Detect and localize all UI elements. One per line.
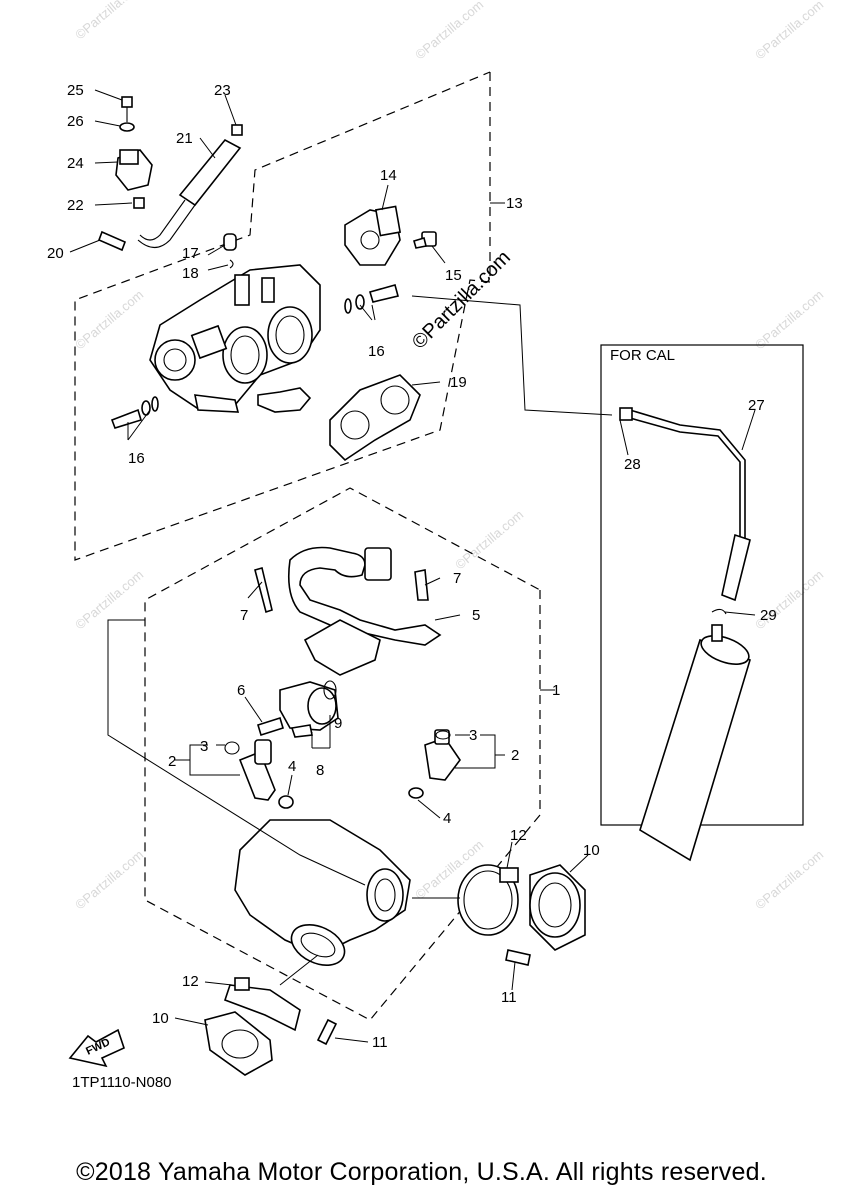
callout-9: 9 [334, 715, 342, 732]
callout-16-left: 16 [128, 450, 145, 467]
callout-5: 5 [472, 607, 480, 624]
callout-4-left: 4 [288, 758, 296, 775]
fuel-injection-group-outline [144, 487, 541, 1021]
callout-2-right: 2 [511, 747, 519, 764]
drawing-code: 1TP1110-N080 [72, 1074, 172, 1091]
callout-2-left: 2 [168, 753, 176, 770]
throttle-body-group-outline [74, 71, 491, 561]
throttle-body [149, 264, 321, 413]
gasket-19 [329, 374, 421, 462]
copyright-footer: ©2018 Yamaha Motor Corporation, U.S.A. A… [76, 1158, 767, 1186]
seal-4-left [278, 795, 294, 809]
watermark: ©Partzilla.com [72, 847, 146, 912]
callout-3-right: 3 [469, 727, 477, 744]
callout-numbers: 25 26 24 22 23 21 20 17 18 14 13 15 16 1… [47, 82, 777, 1051]
callout-26: 26 [67, 113, 84, 130]
fuel-rail-5 [287, 546, 442, 676]
forward-arrow-icon: FWD [68, 1028, 125, 1068]
evap-hose-27 [619, 407, 751, 602]
callout-16-right: 16 [368, 343, 385, 360]
callout-11-left: 11 [372, 1034, 388, 1051]
callout-19: 19 [450, 374, 467, 391]
callout-28: 28 [624, 456, 641, 473]
watermark: ©Partzilla.com [452, 507, 526, 572]
for-cal-label: FOR CAL [610, 347, 675, 364]
cap-17 [223, 233, 237, 251]
bolt-7-right [414, 569, 429, 601]
bolt-25 [121, 96, 133, 108]
bolt-7-left [254, 567, 273, 614]
watermark: ©Partzilla.com [412, 0, 486, 62]
intake-joint-10-left [204, 1011, 273, 1076]
callout-7-left: 7 [240, 607, 248, 624]
callout-14: 14 [380, 167, 397, 184]
injector-2-right [424, 729, 461, 781]
callout-29: 29 [760, 607, 777, 624]
callout-23: 23 [214, 82, 231, 99]
callout-12-left: 12 [182, 973, 199, 990]
for-cal-panel [600, 344, 804, 826]
callout-21: 21 [176, 130, 193, 147]
clamp-29 [711, 608, 727, 615]
callout-10-left: 10 [152, 1010, 169, 1027]
callout-8: 8 [316, 762, 324, 779]
callout-6: 6 [237, 682, 245, 699]
clamp-12-left [223, 977, 301, 1032]
washer-26 [119, 122, 135, 132]
throttle-position-sensor [344, 205, 402, 266]
o-ring-3-right [435, 730, 451, 740]
o-ring-9 [323, 680, 337, 700]
map-sensor-24 [115, 149, 153, 191]
callout-11-right: 11 [501, 989, 517, 1006]
watermark: ©Partzilla.com [72, 0, 146, 42]
bolt-20 [97, 230, 127, 252]
callout-1: 1 [552, 682, 560, 699]
screw-set-16-left [110, 396, 159, 429]
pressure-regulator-8 [279, 681, 339, 738]
screw-6 [257, 716, 284, 737]
callout-27: 27 [748, 397, 765, 414]
watermark: ©Partzilla.com [752, 847, 826, 912]
seal-4-right [408, 787, 424, 799]
watermark: ©Partzilla.com [752, 287, 826, 352]
vacuum-hose-21 [137, 138, 242, 249]
clip-23 [231, 124, 243, 136]
clip-18 [229, 259, 234, 269]
parts-diagram: ©Partzilla.com ©Partzilla.com ©Partzilla… [47, 0, 826, 1091]
injector-2-left [238, 739, 276, 801]
callout-3-left: 3 [200, 738, 208, 755]
bolt-11-right [505, 949, 531, 966]
callout-18: 18 [182, 265, 199, 282]
callout-24: 24 [67, 155, 84, 172]
bolt-11-left [316, 1018, 338, 1046]
watermark: ©Partzilla.com [752, 0, 826, 62]
callout-13: 13 [506, 195, 523, 212]
canister [639, 624, 751, 862]
leader-lines [69, 89, 756, 1043]
clip-22 [133, 197, 145, 209]
callout-20: 20 [47, 245, 64, 262]
o-ring-3-left [224, 741, 240, 755]
intake-joint-10-right [529, 864, 586, 951]
callout-17: 17 [182, 245, 199, 262]
callout-22: 22 [67, 197, 84, 214]
intake-manifold [234, 819, 411, 966]
callout-4-right: 4 [443, 810, 451, 827]
clamp-12-right [457, 864, 519, 936]
callout-25: 25 [67, 82, 84, 99]
callout-15: 15 [445, 267, 462, 284]
screw-set-16-right [344, 284, 399, 314]
callout-10-right: 10 [583, 842, 600, 859]
callout-7-right: 7 [453, 570, 461, 587]
screw-15 [413, 231, 437, 249]
callout-12-right: 12 [510, 827, 527, 844]
watermark: ©Partzilla.com [72, 567, 146, 632]
